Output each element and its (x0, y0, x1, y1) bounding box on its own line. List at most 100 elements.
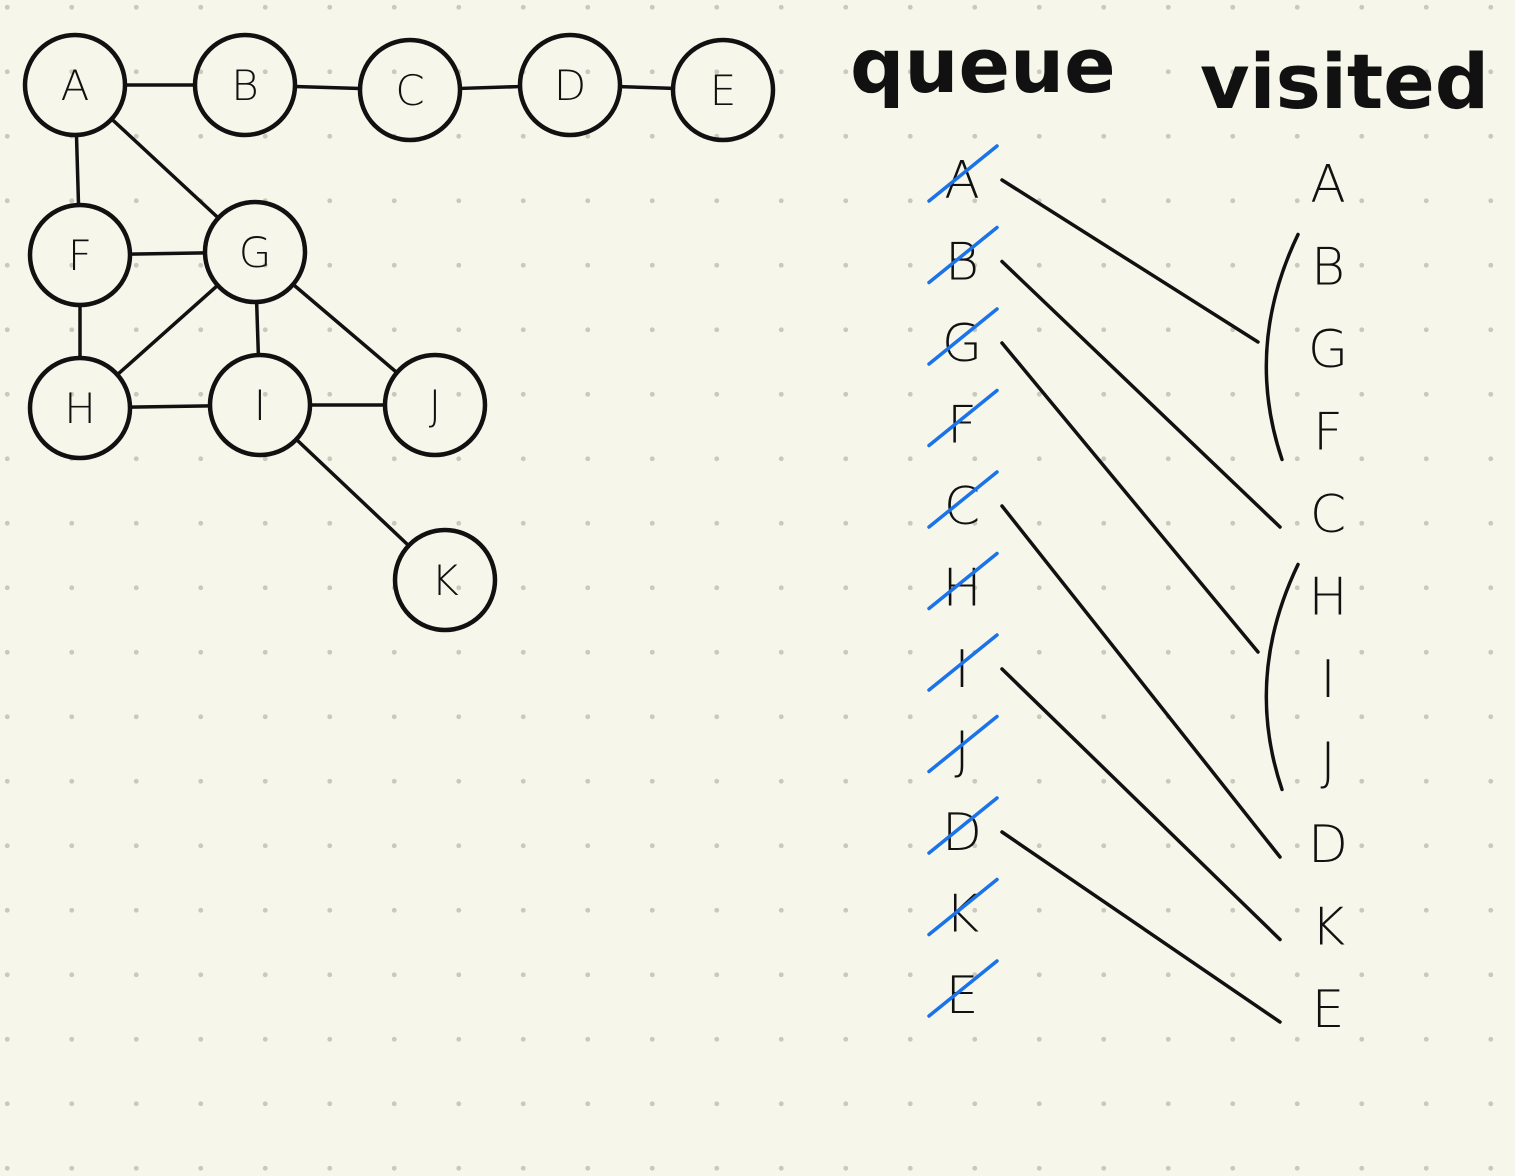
connector-A (1000, 178, 1260, 344)
visited-letter: B (1311, 238, 1345, 298)
visited-letter: J (1320, 733, 1335, 793)
node-label: G (239, 228, 272, 277)
edge-A-F (74, 133, 81, 207)
visited-heading: visited (1200, 37, 1489, 126)
node-label: H (64, 384, 96, 433)
visited-letter: C (1310, 485, 1346, 545)
connector-I (1000, 667, 1282, 942)
queue-item: I (927, 633, 999, 700)
node-circle (27, 202, 133, 308)
strike-mark (927, 551, 999, 611)
node-H: H (27, 355, 133, 461)
visited-letter: F (1313, 403, 1343, 463)
node-label: J (429, 381, 441, 430)
queue-letter: J (954, 722, 969, 782)
node-A: A (22, 32, 128, 138)
strike-mark (927, 796, 999, 855)
queue-item: J (927, 714, 999, 782)
edge-G-H (115, 283, 220, 377)
queue-heading: queue (850, 21, 1116, 110)
strike-mark (927, 633, 999, 692)
node-circle (382, 352, 488, 458)
edge-H-I (128, 404, 212, 409)
queue-letter: I (954, 640, 969, 700)
edge-A-G (109, 117, 221, 220)
strike-mark (927, 144, 999, 203)
visited-letter: D (1308, 815, 1348, 875)
connector-B (1000, 259, 1282, 529)
node-circle (207, 352, 313, 458)
strike-mark (927, 959, 999, 1018)
visited-group-bracket (1264, 562, 1300, 792)
queue-item: K (927, 877, 999, 945)
edge-G-J (291, 282, 399, 375)
edge-C-D (458, 84, 522, 91)
queue-item: E (927, 959, 999, 1026)
node-D: D (517, 32, 623, 138)
queue-letter: D (942, 803, 982, 863)
queue-item: D (927, 796, 999, 863)
queue-item: H (927, 551, 999, 619)
node-circle (22, 32, 128, 138)
queue-item: B (927, 225, 999, 293)
node-label: D (554, 61, 586, 110)
visited-letter: A (1310, 155, 1346, 215)
connector-D (1000, 830, 1282, 1024)
edge-I-K (294, 437, 411, 548)
connector-G (1000, 341, 1260, 654)
strike-mark (927, 307, 999, 366)
node-K: K (392, 527, 498, 633)
node-F: F (27, 202, 133, 308)
queue-letter: B (945, 233, 979, 293)
node-label: K (431, 556, 459, 605)
node-circle (192, 32, 298, 138)
node-G: G (202, 199, 308, 305)
node-circle (392, 527, 498, 633)
edge-F-G (128, 251, 207, 256)
strike-mark (927, 388, 999, 448)
visited-letter: H (1308, 568, 1347, 628)
edge-D-E (618, 84, 675, 91)
strike-mark (927, 714, 999, 774)
strike-mark (927, 225, 999, 285)
visited-letter: I (1320, 650, 1335, 710)
node-E: E (670, 37, 776, 143)
graph-nodes: A B C D E F G H I J K (22, 32, 776, 633)
node-label: I (254, 381, 266, 430)
node-J: J (382, 352, 488, 458)
node-B: B (192, 32, 298, 138)
strike-mark (927, 470, 999, 529)
visited-letter: G (1308, 320, 1348, 380)
node-circle (202, 199, 308, 305)
connector-C (1000, 504, 1282, 859)
queue-letter: K (945, 885, 979, 945)
queue-letter: A (944, 151, 980, 211)
queue-item: A (927, 144, 999, 211)
queue-letter: H (942, 559, 981, 619)
queue-letter: E (946, 966, 979, 1026)
edge-G-I (254, 300, 261, 357)
node-C: C (357, 37, 463, 143)
strike-mark (927, 877, 999, 937)
queue-item: G (927, 307, 999, 374)
queue-item: F (927, 388, 999, 456)
queue-letter: G (942, 314, 982, 374)
node-label: E (710, 66, 737, 115)
node-label: A (61, 61, 90, 110)
visited-letter: E (1312, 980, 1345, 1040)
queue-to-visited-connectors (1000, 178, 1300, 1024)
node-circle (670, 37, 776, 143)
visited-group-bracket (1264, 232, 1300, 462)
node-label: F (68, 231, 92, 280)
node-circle (27, 355, 133, 461)
edge-B-C (293, 84, 362, 91)
queue-item: C (927, 470, 999, 537)
visited-letter: K (1311, 898, 1345, 958)
queue-letter: C (944, 477, 980, 537)
node-I: I (207, 352, 313, 458)
node-label: C (395, 66, 424, 115)
node-circle (517, 32, 623, 138)
graph-edges (74, 83, 675, 548)
